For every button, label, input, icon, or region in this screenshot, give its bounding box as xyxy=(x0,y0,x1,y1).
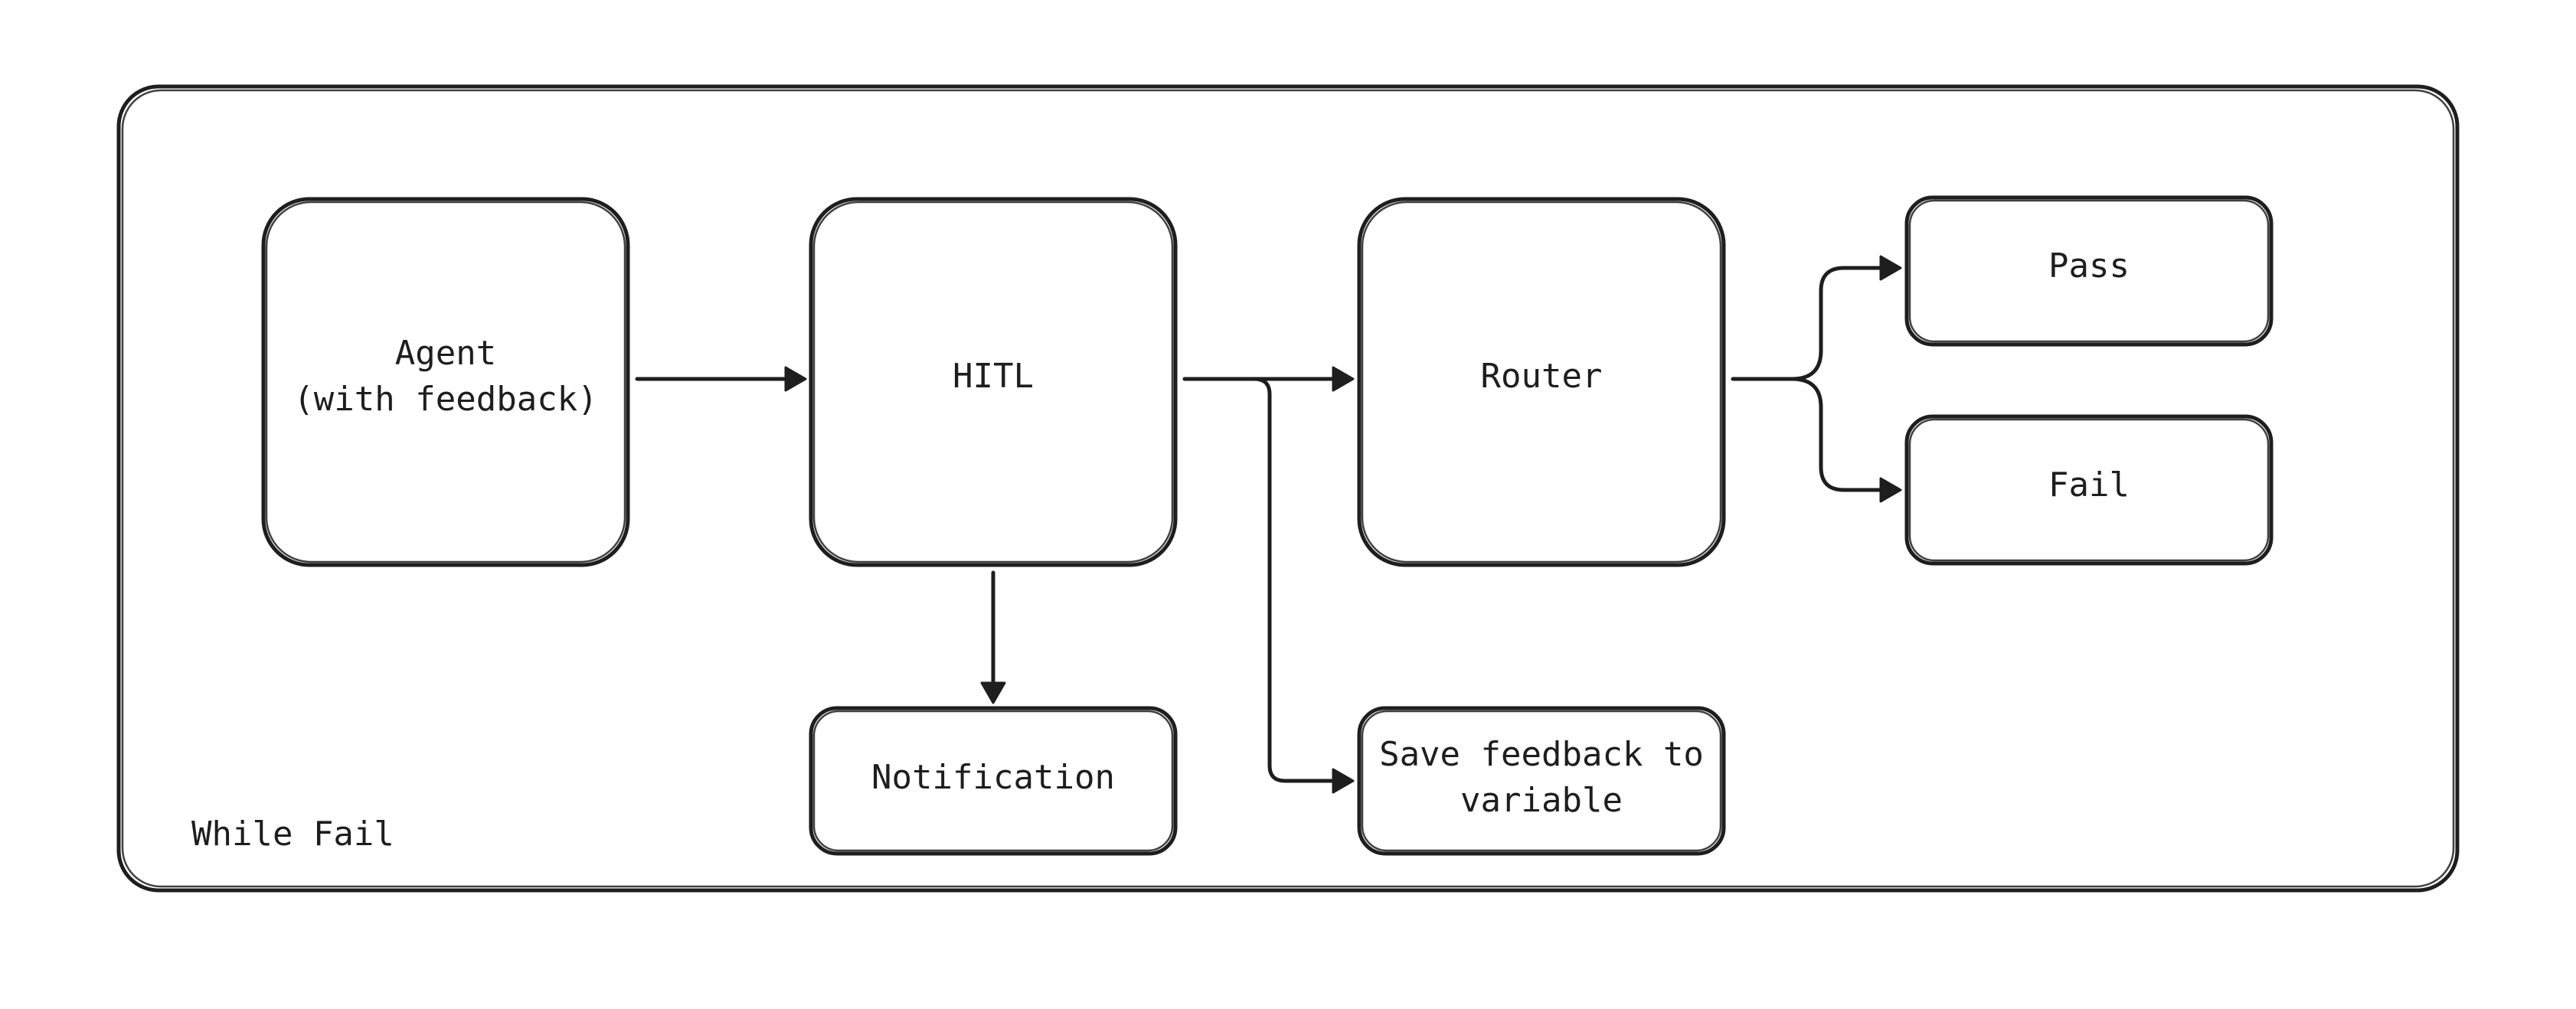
edge-agent-to-hitl xyxy=(635,366,807,392)
node-save-feedback[interactable]: Save feedback to variable xyxy=(1357,706,1726,856)
node-pass[interactable]: Pass xyxy=(1904,195,2274,347)
node-router-label: Router xyxy=(1481,357,1603,396)
edge-hitl-to-save-feedback xyxy=(1182,377,1355,794)
node-notification[interactable]: Notification xyxy=(809,706,1178,856)
node-save-feedback-label-line1: Save feedback to xyxy=(1379,735,1704,774)
node-fail-label: Fail xyxy=(2048,465,2130,504)
edge-router-to-fail xyxy=(1790,377,1902,503)
node-pass-label: Pass xyxy=(2048,247,2130,286)
edge-hitl-to-notification xyxy=(980,570,1006,704)
node-fail[interactable]: Fail xyxy=(1904,414,2274,566)
node-hitl[interactable]: HITL xyxy=(809,197,1178,567)
loop-label: While Fail xyxy=(191,815,394,854)
node-agent-label-line1: Agent xyxy=(395,334,496,373)
node-hitl-label: HITL xyxy=(953,357,1034,396)
edge-router-to-pass xyxy=(1731,255,1902,381)
node-router[interactable]: Router xyxy=(1357,197,1726,567)
node-agent[interactable]: Agent (with feedback) xyxy=(261,197,630,567)
node-notification-label: Notification xyxy=(871,758,1115,797)
node-agent-label-line2: (with feedback) xyxy=(293,380,597,419)
loop-container: While Fail xyxy=(116,84,2460,893)
node-save-feedback-label-line2: variable xyxy=(1460,781,1623,820)
